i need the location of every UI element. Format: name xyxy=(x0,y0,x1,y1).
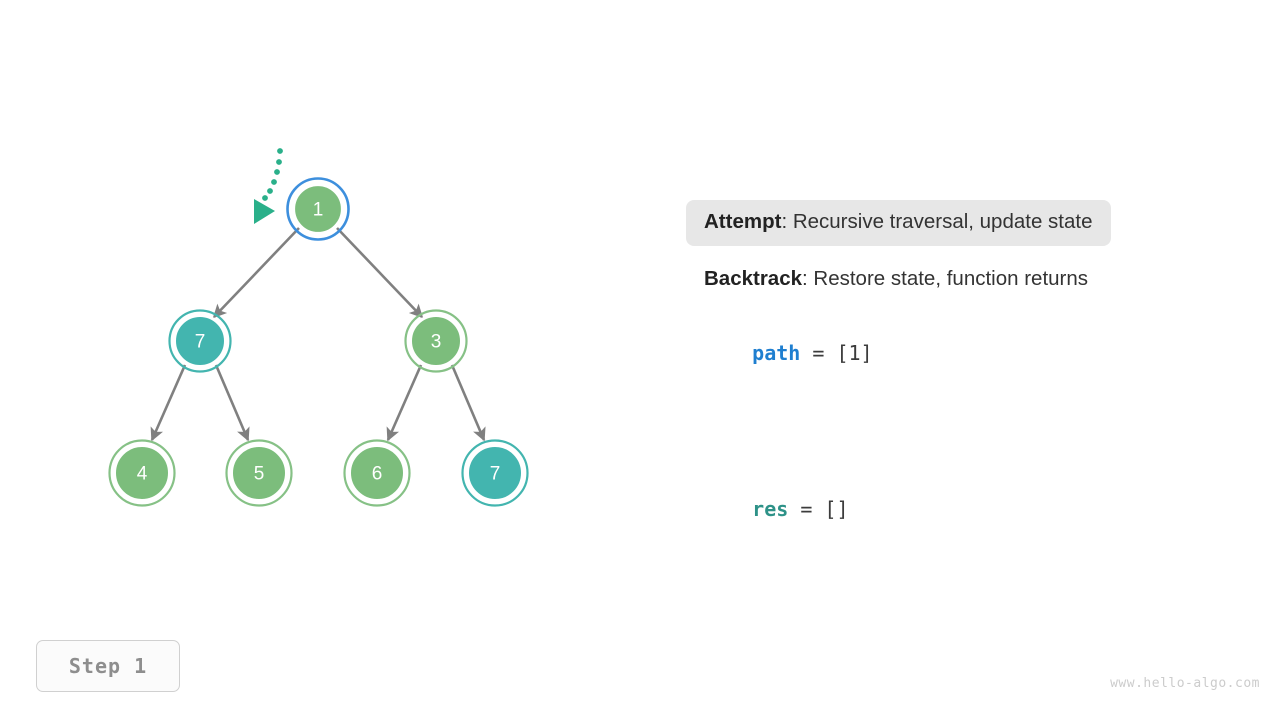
tree-node-6[interactable]: 6 xyxy=(343,439,411,507)
node-label: 7 xyxy=(195,332,206,353)
edge-n3-n6 xyxy=(386,364,423,442)
res-assign-operator: = xyxy=(788,497,825,521)
node-active-ring xyxy=(286,177,350,241)
node-circle xyxy=(113,444,171,502)
node-ring xyxy=(225,439,293,507)
node-circle xyxy=(466,444,524,502)
backtrack-keyword: Backtrack xyxy=(704,267,803,290)
node-ring xyxy=(108,439,176,507)
step-badge-label: Step 1 xyxy=(68,654,148,678)
node-label: 5 xyxy=(254,464,265,485)
res-value: [] xyxy=(824,497,849,521)
watermark: www.hello-algo.com xyxy=(1110,676,1260,691)
pointer-dot xyxy=(276,159,282,165)
tree-node-7-left[interactable]: 7 xyxy=(168,309,232,373)
pointer-arrowhead xyxy=(254,199,275,224)
edge-n2-n4 xyxy=(150,364,187,442)
edge-n3-n7 xyxy=(450,364,486,442)
node-label: 4 xyxy=(137,464,148,485)
step-badge: Step 1 xyxy=(36,640,180,692)
node-ring xyxy=(404,309,468,373)
traversal-pointer xyxy=(254,148,283,224)
node-circle xyxy=(291,182,345,236)
tree-node-3[interactable]: 3 xyxy=(404,309,468,373)
path-assign-operator: = xyxy=(800,341,837,365)
res-variable-name: res xyxy=(752,497,789,521)
attempt-text: : Recursive traversal, update state xyxy=(781,210,1093,233)
tree-edges xyxy=(150,227,486,442)
node-ring xyxy=(461,439,529,507)
pointer-dot xyxy=(274,169,280,175)
node-circle xyxy=(230,444,288,502)
pointer-dot xyxy=(277,148,283,154)
pointer-dot xyxy=(267,188,273,194)
node-circle xyxy=(409,314,463,368)
pointer-dot xyxy=(262,195,268,201)
node-circle xyxy=(173,314,227,368)
state-panel: Attempt: Recursive traversal, update sta… xyxy=(686,200,1246,545)
edge-n1-n2 xyxy=(212,227,300,319)
node-label: 1 xyxy=(313,200,324,221)
attempt-row: Attempt: Recursive traversal, update sta… xyxy=(686,200,1111,246)
edge-n1-n3 xyxy=(336,227,424,319)
attempt-keyword: Attempt xyxy=(704,210,782,233)
node-label: 7 xyxy=(490,464,501,485)
node-ring xyxy=(168,309,232,373)
node-circle xyxy=(348,444,406,502)
backtrack-row: Backtrack: Restore state, function retur… xyxy=(686,267,1246,290)
path-value: [1] xyxy=(836,341,873,365)
tree-node-5[interactable]: 5 xyxy=(225,439,293,507)
tree-nodes: 1 7 3 4 5 6 xyxy=(108,177,529,507)
pointer-dot xyxy=(271,179,277,185)
tree-node-1[interactable]: 1 xyxy=(286,177,350,241)
path-state-row: path = [1] xyxy=(686,317,1246,389)
binary-tree-diagram: 1 7 3 4 5 6 xyxy=(108,148,529,507)
node-ring xyxy=(343,439,411,507)
node-label: 6 xyxy=(372,464,383,485)
edge-n2-n5 xyxy=(214,364,250,442)
tree-node-7-right[interactable]: 7 xyxy=(461,439,529,507)
node-label: 3 xyxy=(431,332,442,353)
backtrack-text: : Restore state, function returns xyxy=(802,267,1089,290)
tree-node-4[interactable]: 4 xyxy=(108,439,176,507)
path-variable-name: path xyxy=(752,341,801,365)
res-state-row: res = [] xyxy=(686,473,1246,545)
